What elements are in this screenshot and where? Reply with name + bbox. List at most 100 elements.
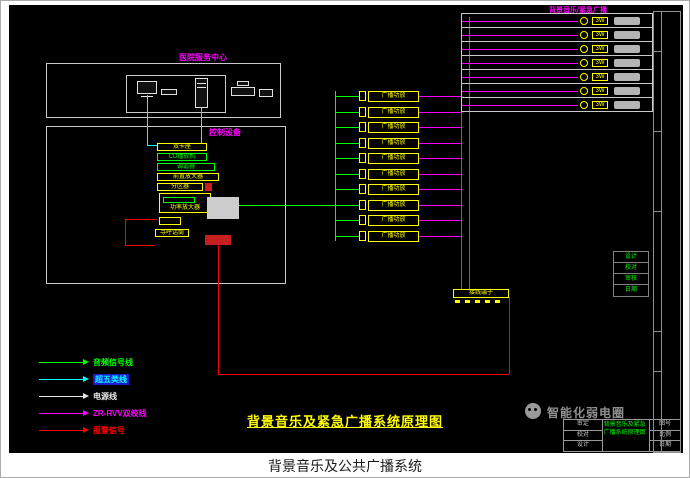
speaker-tag: 3W: [592, 87, 608, 95]
title-underline: [247, 427, 443, 428]
peripheral-icon: [259, 89, 273, 97]
device-label: 调谐器: [176, 164, 195, 170]
zr-rvv-line: [462, 105, 578, 106]
speaker-tag: 3W: [592, 59, 608, 67]
monitor-icon: [137, 81, 157, 94]
legend-label: 报警信号: [93, 425, 125, 435]
service-center-box: [46, 63, 281, 118]
device-cd-player: CD播放机: [157, 153, 207, 161]
arrow-icon: [83, 410, 89, 416]
zone-label: 广播功放: [368, 107, 419, 118]
zone-label: 广播功放: [368, 215, 419, 226]
title-block-cell: 设计: [576, 442, 589, 449]
zone-block: 广播功放: [335, 184, 461, 195]
drawing-title: 背景音乐及紧急广播系统原理图: [247, 414, 444, 429]
speaker-row: 3W: [462, 70, 652, 84]
audio-line: [335, 205, 359, 206]
zr-rvv-line: [462, 91, 578, 92]
audio-signal-trunk: [239, 205, 335, 206]
legend-power: 电源线: [39, 391, 117, 401]
cad-drawing-canvas: 医院服务中心 控制设备 双卡座 CD播放机 调谐器 前置放大器 分区器 功率放大…: [9, 5, 683, 453]
legend-line: [39, 412, 83, 414]
audio-signal-riser: [335, 91, 336, 241]
speaker-row: 3W: [462, 98, 652, 112]
frame-line: [653, 11, 680, 12]
speaker-row: 3W: [462, 84, 652, 98]
service-center-label: 医院服务中心: [179, 53, 227, 62]
device-label: CD播放机: [168, 154, 196, 160]
title-block: 审定 校对 设计 背景音乐及紧急广播系统原理图 图号 比例 日期: [563, 419, 681, 452]
speaker-icon: [580, 45, 588, 53]
zr-rvv-line: [419, 220, 461, 221]
audio-line: [335, 174, 359, 175]
sign-cell: 审核: [614, 274, 648, 285]
wechat-icon: [525, 403, 541, 419]
volume-control-block: [614, 101, 640, 109]
title-block-right: 图号 比例 日期: [650, 420, 680, 451]
printer-tray-icon: [237, 81, 249, 86]
zone-block: 广播功放: [335, 91, 461, 102]
control-equipment-label: 控制设备: [209, 128, 241, 137]
speaker-row: 3W: [462, 56, 652, 70]
tower-slot-icon: [197, 87, 206, 88]
zone-port: [359, 138, 366, 148]
computer-tower-icon: [195, 78, 208, 108]
legend-line: [39, 429, 83, 431]
device-label: 双卡座: [172, 144, 191, 150]
device-label: 分区器: [170, 184, 189, 190]
title-block-name: 背景音乐及紧急广播系统原理图: [603, 420, 651, 451]
legend-label: 音频信号线: [93, 357, 133, 367]
zone-port: [359, 200, 366, 210]
volume-control-block: [614, 59, 640, 67]
legend-alarm: 报警信号: [39, 425, 125, 435]
zr-rvv-riser: [469, 17, 470, 289]
volume-control-block: [614, 87, 640, 95]
speaker-icon: [580, 31, 588, 39]
alarm-line: [125, 245, 155, 246]
terminal-tick: [475, 300, 480, 303]
zone-label: 广播功放: [368, 138, 419, 149]
zone-port: [359, 215, 366, 225]
printer-icon: [231, 87, 255, 96]
zone-label: 广播功放: [368, 184, 419, 195]
speaker-row: 3W: [462, 42, 652, 56]
frame-tick: [653, 211, 661, 212]
terminal-strip: 接线端子: [453, 289, 509, 298]
zone-label: 广播功放: [368, 231, 419, 242]
legend-label: 电源线: [93, 391, 117, 401]
zone-block: 广播功放: [335, 122, 461, 133]
volume-control-block: [614, 17, 640, 25]
zr-rvv-line: [419, 205, 461, 206]
arrow-icon: [83, 393, 89, 399]
arrow-icon: [83, 359, 89, 365]
speaker-icon: [580, 59, 588, 67]
frame-tick: [653, 51, 661, 52]
tower-slot-icon: [197, 83, 206, 84]
zone-block: 广播功放: [335, 153, 461, 164]
zr-rvv-line: [419, 112, 461, 113]
frame-line: [661, 11, 662, 453]
frame-tick: [653, 331, 661, 332]
alarm-module-block: [205, 183, 212, 191]
audio-line: [335, 112, 359, 113]
alarm-line: [125, 219, 126, 245]
zone-label: 广播功放: [368, 169, 419, 180]
device-paging-mic: 寻呼话筒: [155, 229, 189, 237]
zone-port: [359, 184, 366, 194]
device-preamp: 前置放大器: [157, 173, 219, 181]
volume-control-block: [614, 45, 640, 53]
title-block-left: 审定 校对 设计: [564, 420, 603, 451]
audio-line: [335, 96, 359, 97]
audio-line: [335, 127, 359, 128]
legend-audio-signal: 音频信号线: [39, 357, 133, 367]
zr-rvv-line: [419, 189, 461, 190]
zr-rvv-riser: [461, 17, 462, 289]
zr-rvv-line: [419, 158, 461, 159]
device-dual-cassette: 双卡座: [157, 143, 207, 151]
cat5-line: [201, 108, 202, 145]
zone-block: 广播功放: [335, 215, 461, 226]
volume-control-block: [614, 73, 640, 81]
zr-rvv-line: [462, 77, 578, 78]
zone-label: 广播功放: [368, 122, 419, 133]
zone-port: [359, 107, 366, 117]
